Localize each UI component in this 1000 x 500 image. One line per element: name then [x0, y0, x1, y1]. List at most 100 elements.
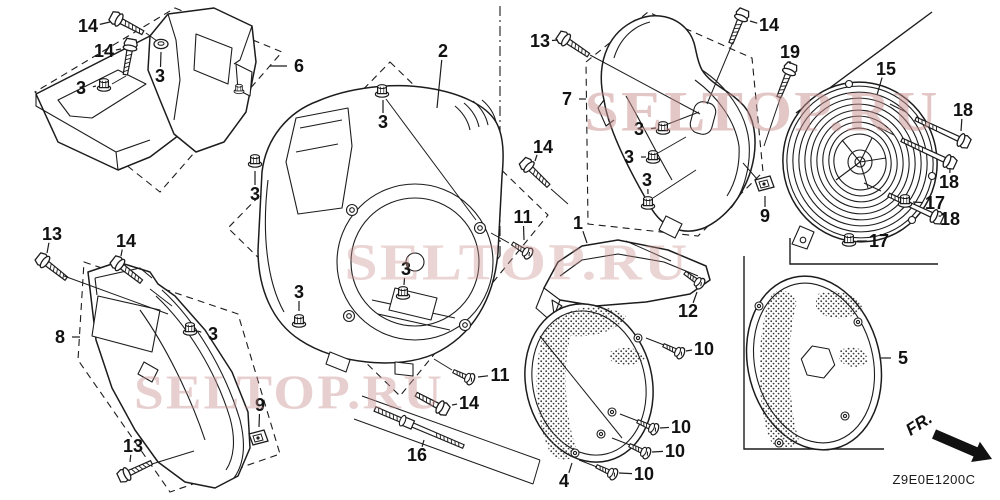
callout-leader: [651, 450, 664, 453]
callout-leader: [659, 426, 670, 429]
axis-lines: [63, 32, 907, 468]
watermark-layer: SELTOP.RU SELTOP.RU SELTOP.RU: [134, 81, 940, 420]
nut-17-a: [897, 194, 913, 208]
callout-leader: [99, 21, 111, 25]
callout-label: 18: [953, 100, 973, 120]
callout-label: 11: [490, 365, 509, 385]
boundary-part-15-corner: [789, 238, 938, 265]
callout-label: 19: [780, 42, 800, 62]
callout-label: 13: [123, 436, 143, 456]
callout-label: 17: [925, 193, 945, 213]
nut-3-7: [182, 322, 198, 336]
bolt-13-a: [554, 28, 593, 62]
callout-label: 6: [294, 56, 304, 76]
callout-leader: [749, 20, 758, 24]
callout-label: 3: [76, 78, 86, 98]
boundary-part-5: [743, 256, 884, 450]
screw-11-b: [450, 365, 477, 387]
callout-label: 15: [876, 59, 896, 79]
diagram-code: Z9E0E1200C: [892, 472, 975, 487]
callout-leader: [403, 277, 406, 286]
callout-label: 10: [665, 441, 685, 461]
nut-3-3: [374, 84, 390, 98]
part-5-cover-plate-shape: [745, 275, 883, 451]
callout-label: 12: [678, 301, 698, 321]
callout-leader: [421, 439, 425, 448]
callout-leader: [197, 330, 202, 333]
callout-leader: [451, 403, 458, 406]
nut-3-10: [233, 83, 245, 95]
bolt-16-channel-lines: [353, 395, 541, 485]
callout-leader: [159, 51, 162, 68]
callout-label: 8: [55, 327, 65, 347]
callout-label: 16: [407, 445, 427, 465]
callout-leader: [115, 48, 122, 51]
callout-label: 3: [378, 112, 388, 132]
part-6-cover-shape: [35, 7, 257, 171]
callout-label: 3: [155, 66, 165, 86]
callout-leader: [582, 231, 588, 244]
callout-label: 2: [438, 41, 448, 61]
callout-leader: [534, 154, 538, 162]
bolt-13-c: [115, 455, 155, 485]
watermark: SELTOP.RU: [585, 81, 940, 144]
callout-leader: [960, 118, 963, 132]
callout-leader: [618, 472, 633, 475]
callout-leader: [46, 242, 50, 254]
callout-leader: [568, 462, 573, 473]
callout-label: 1: [573, 213, 583, 233]
fr-label: FR.: [902, 409, 935, 440]
callout-label: 7: [562, 89, 572, 109]
callout-leader: [685, 349, 693, 352]
callout-label: 14: [78, 16, 98, 36]
bolt-14-c: [723, 6, 752, 47]
fr-direction: FR.: [902, 409, 992, 462]
nut-3-1: [96, 78, 112, 92]
callout-label: 11: [513, 207, 532, 227]
callout-label: 4: [559, 471, 569, 491]
callout-label: 3: [208, 324, 218, 344]
callout-label: 13: [530, 31, 550, 51]
callout-label: 3: [294, 282, 304, 302]
callout-label: 14: [94, 41, 114, 61]
callout-label: 14: [759, 15, 779, 35]
clip-nut-9-b: [248, 429, 269, 446]
screw-10-a: [660, 339, 687, 361]
callout-leader: [129, 454, 132, 463]
callout-label: 10: [694, 339, 714, 359]
callout-label: 5: [898, 348, 908, 368]
watermark: SELTOP.RU: [134, 365, 444, 420]
callout-label: 9: [255, 395, 265, 415]
bolt-13-b: [33, 250, 72, 285]
callout-label: 3: [634, 119, 644, 139]
callout-label: 3: [642, 170, 652, 190]
callout-label: 3: [624, 147, 634, 167]
nut-17-b: [841, 233, 857, 247]
callout-label: 10: [671, 417, 691, 437]
callout-label: 18: [939, 172, 959, 192]
callout-leader: [551, 39, 559, 42]
callout-label: 10: [634, 464, 654, 484]
part-2-fan-cover-shape: [257, 84, 504, 377]
clip-nut-9-a: [754, 175, 775, 192]
boundary-part-7: [585, 11, 764, 237]
nut-3-6: [640, 196, 656, 210]
callout-leader: [876, 77, 883, 96]
screw-10-d: [593, 460, 620, 482]
callout-leader: [692, 291, 698, 304]
watermark: SELTOP.RU: [345, 235, 690, 292]
callout-leader: [912, 201, 924, 204]
callout-leader: [120, 249, 123, 257]
nut-3-5: [645, 150, 661, 164]
fr-arrow-icon: [932, 429, 992, 462]
callout-label: 14: [116, 231, 136, 251]
bolt-14-a: [107, 9, 147, 40]
callout-label: 14: [533, 137, 553, 157]
callout-label: 17: [869, 231, 889, 251]
nut-3-2: [247, 154, 263, 168]
callout-leader: [477, 375, 489, 378]
callout-label: 3: [401, 259, 411, 279]
